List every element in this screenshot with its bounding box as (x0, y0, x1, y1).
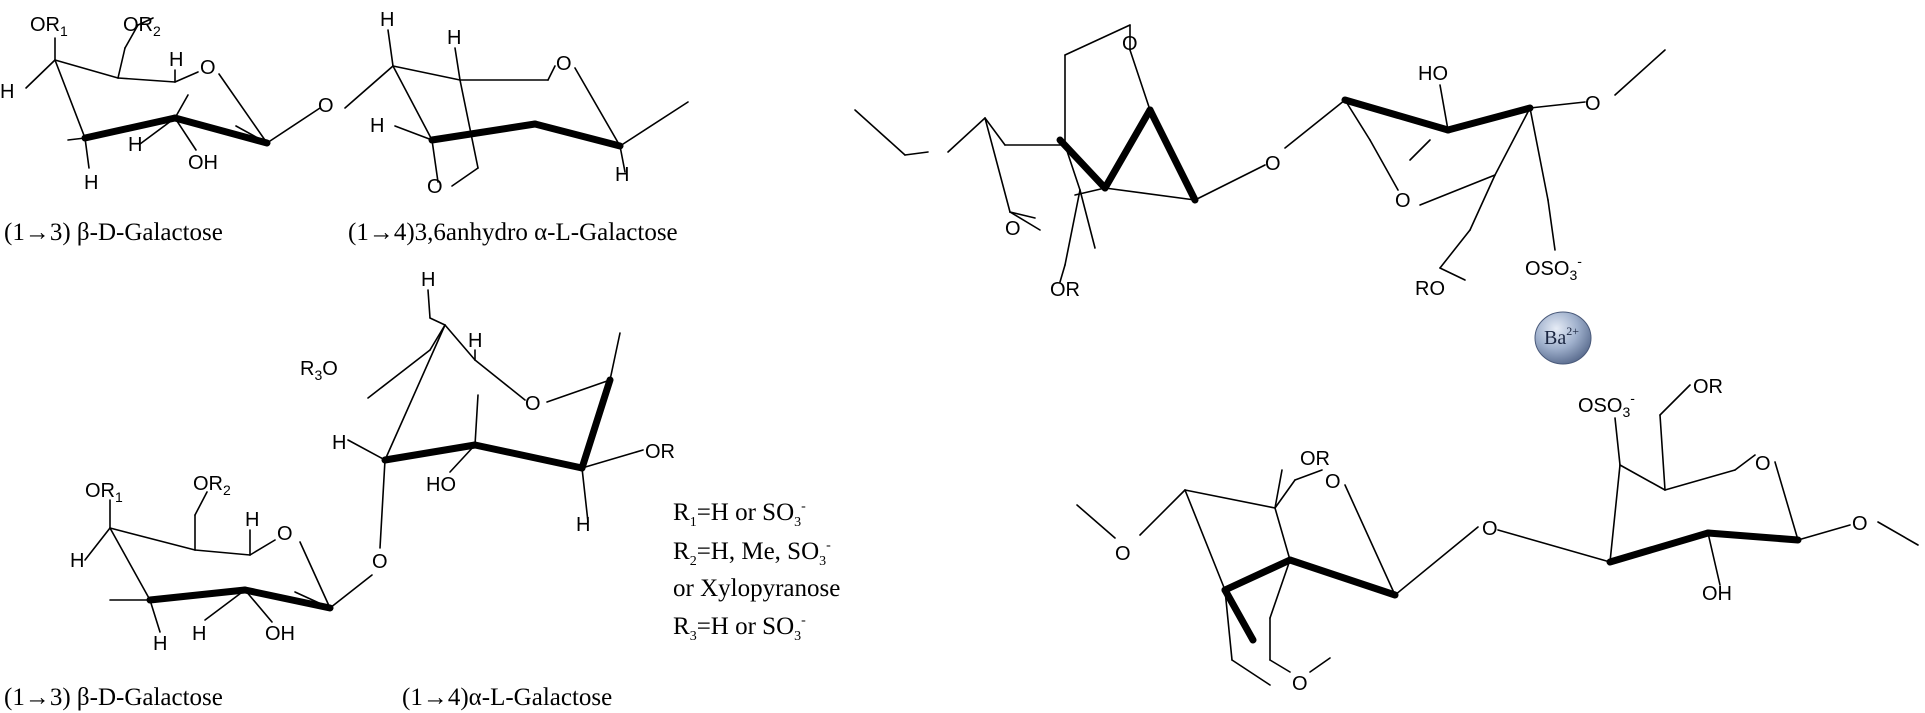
bridge-oxygen-label: O (1122, 33, 1138, 55)
bottom-left-galactose-ring (84, 491, 373, 633)
right-upper-galactose-ring (1284, 49, 1666, 281)
bridge-oxygen-label: O (1292, 673, 1308, 695)
glycosidic-oxygen-label: O (372, 551, 388, 573)
top-left-structure: OR1 OR2 H O H H H OH O H H O H O H (1→3)… (0, 9, 689, 246)
legend-r2-xylopyranose: or Xylopyranose (673, 575, 840, 602)
ring-oxygen-label: O (200, 57, 216, 79)
glycosidic-oxygen-label: O (1482, 518, 1498, 540)
h-label: H (245, 509, 259, 531)
legend-r3: R3=H or SO3- (673, 613, 806, 644)
h-label: H (70, 550, 84, 572)
h-label: H (169, 49, 183, 71)
glycosidic-oxygen-label: O (1265, 153, 1281, 175)
or2-label: OR2 (123, 14, 161, 39)
top-left-anhydro-ring (344, 29, 689, 187)
r3o-label: R3O (300, 358, 338, 383)
or-label: OR (1050, 279, 1080, 301)
h-label: H (468, 330, 482, 352)
ring-oxygen-label: O (556, 53, 572, 75)
top-left-galactose-ring (25, 17, 321, 169)
ring-oxygen-label: O (1755, 453, 1771, 475)
h-label: H (128, 134, 142, 156)
h-label: H (153, 633, 167, 655)
hydroxyl-label: OH (1702, 583, 1732, 605)
hydroxyl-label: OH (265, 623, 295, 645)
bottom-left-caption-l-galactose: (1→4)α-L-Galactose (402, 684, 612, 711)
legend-r1: R1=H or SO3- (673, 499, 806, 530)
methoxy-oxygen-label: O (1115, 543, 1131, 565)
bottom-left-structure: OR1 OR2 H O H H H OH O R3O H H O H HO OR… (4, 269, 675, 711)
sulfate-label: OSO3- (1578, 390, 1635, 420)
substituent-legend: R1=H or SO3- R2=H, Me, SO3- or Xylopyran… (673, 499, 840, 644)
top-left-caption-anhydro-galactose: (1→4)3,6anhydro α-L-Galactose (348, 219, 678, 246)
h-label: H (447, 27, 461, 49)
glycosidic-oxygen-label: O (318, 95, 334, 117)
or-label: OR (1693, 376, 1723, 398)
legend-r2: R2=H, Me, SO3- (673, 538, 831, 569)
top-left-caption-galactose: (1→3) β-D-Galactose (4, 219, 223, 246)
methoxy-oxygen-label: O (1585, 93, 1601, 115)
right-upper-anhydro-ring (854, 24, 1266, 283)
or1-label: OR1 (30, 14, 68, 39)
right-upper-chain: O O O O OR HO O RO OSO3- (854, 24, 1666, 301)
right-lower-chain: OR O O O O OSO3- OR O O OH (1076, 376, 1919, 695)
bottom-left-atom-labels: OR1 OR2 H O H H H OH O R3O H H O H HO OR… (70, 269, 675, 655)
right-lower-galactose-ring (1497, 384, 1919, 586)
h-label: H (576, 514, 590, 536)
h-label: H (332, 432, 346, 454)
or-label: OR (645, 441, 675, 463)
ring-oxygen-label: O (1005, 218, 1021, 240)
h-label: H (421, 269, 435, 291)
ring-oxygen-label: O (277, 523, 293, 545)
h-label: H (192, 623, 206, 645)
ring-oxygen-label: O (1325, 471, 1341, 493)
methoxy-oxygen-label: O (1852, 513, 1868, 535)
bridge-oxygen-label: O (427, 176, 443, 198)
barium-label: Ba2+ (1544, 324, 1579, 349)
ring-oxygen-label: O (1395, 190, 1411, 212)
right-upper-atom-labels: O O O O OR HO O RO OSO3- (1005, 33, 1601, 301)
hydroxyl-label: OH (188, 152, 218, 174)
h-label: H (380, 9, 394, 31)
right-lower-anhydro-ring (1076, 469, 1479, 686)
ro-label: RO (1415, 278, 1445, 300)
h-label: H (615, 164, 629, 186)
hydroxyl-label: HO (426, 474, 456, 496)
h-label: H (0, 81, 14, 103)
or1-label: OR1 (85, 480, 123, 505)
or-label: OR (1300, 448, 1330, 470)
h-label: H (84, 172, 98, 194)
sulfate-label: OSO3- (1525, 253, 1582, 283)
right-lower-atom-labels: OR O O O O OSO3- OR O O OH (1115, 376, 1868, 695)
h-label: H (370, 115, 384, 137)
barium-ion: Ba2+ (1534, 311, 1592, 365)
or2-label: OR2 (193, 473, 231, 498)
top-left-atom-labels: OR1 OR2 H O H H H OH O H H O H O H (0, 9, 629, 198)
bottom-left-caption-galactose: (1→3) β-D-Galactose (4, 684, 223, 711)
bottom-left-second-ring (347, 289, 644, 549)
hydroxyl-label: HO (1418, 63, 1448, 85)
ring-oxygen-label: O (525, 393, 541, 415)
